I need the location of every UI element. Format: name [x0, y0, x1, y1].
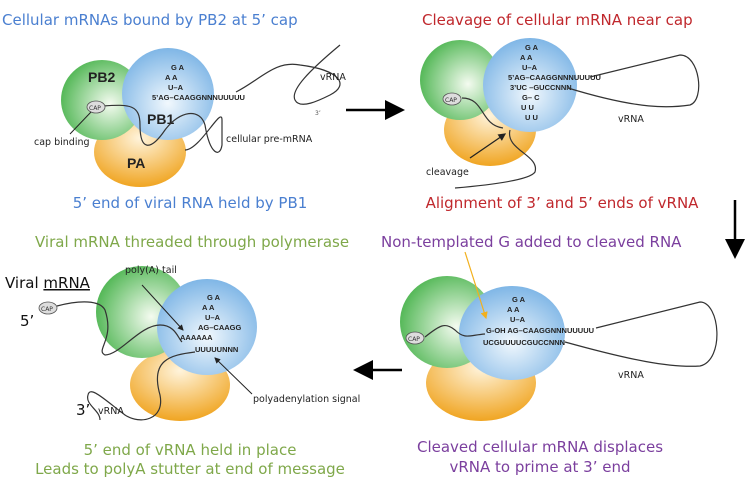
panel3-caption-line2: vRNA to prime at 3’ end: [449, 458, 630, 476]
seq-line: A A: [520, 53, 533, 62]
cap-icon: [442, 92, 462, 106]
panel4-caption-line2: Leads to polyA stutter at end of message: [35, 460, 345, 478]
seq-line: AG–CAAGG: [198, 323, 242, 332]
polyadenylation-signal-label: polyadenylation signal: [253, 394, 360, 405]
panel2-title: Cleavage of cellular mRNA near cap: [422, 11, 693, 29]
mrna-strand: [461, 97, 504, 129]
pb2-subunit: [420, 40, 500, 120]
pb1-subunit: [459, 286, 565, 380]
seq-line: G-OH AG–CAAGGNNNUUUUU: [486, 326, 594, 335]
pointer-line: [69, 111, 92, 135]
panel-non-templated-g: Non-templated G added to cleaved RNA CAP…: [381, 233, 718, 476]
viral-mrna-label: Viral mRNA: [5, 274, 91, 292]
vrna-label: vRNA: [98, 406, 124, 417]
cap-icon: [38, 301, 58, 315]
seq-line: 3’UC –GUCCNNN: [510, 83, 572, 92]
seq-line: A A: [202, 303, 215, 312]
mrna-strand: [424, 324, 486, 338]
vrna-strand: [235, 44, 341, 105]
cap-label: CAP: [408, 336, 420, 343]
panel3-title: Non-templated G added to cleaved RNA: [381, 233, 682, 251]
seq-line: AAAAAA: [180, 333, 213, 342]
seq-line: U–A: [168, 83, 184, 92]
pb1-label: PB1: [147, 111, 174, 127]
five-prime-label: 5’: [20, 312, 34, 330]
seq-line: 5’AG–CAAGGNNNUUUUU: [508, 73, 601, 82]
cap-label: CAP: [89, 105, 101, 112]
panel3-caption-line1: Cleaved cellular mRNA displaces: [417, 438, 663, 456]
pre-mrna-label: cellular pre-mRNA: [226, 134, 313, 145]
panel-cap-binding: Cellular mRNAs bound by PB2 at 5’ cap PB…: [2, 11, 346, 212]
mrna-text: mRNA: [43, 274, 90, 292]
panel1-caption: 5’ end of viral RNA held by PB1: [73, 194, 308, 212]
seq-line: UCGUUUUCGUCCNNN: [483, 338, 565, 347]
mrna-strand: [56, 301, 183, 356]
seq-line: U–A: [522, 63, 538, 72]
cleavage-arrow: [469, 133, 507, 159]
orange-pointer-arrow: [464, 251, 488, 320]
mrna-strand-cut: [454, 129, 536, 189]
pb1-subunit: [157, 279, 257, 375]
panel4-title: Viral mRNA threaded through polymerase: [35, 233, 349, 251]
three-prime-label: 3’: [76, 401, 90, 419]
seq-line: 5’AG–CAAGGNNNUUUUU: [152, 93, 245, 102]
pb2-label: PB2: [88, 69, 115, 85]
seq-line: A A: [507, 305, 520, 314]
signal-pointer: [214, 357, 253, 395]
seq-line: U U: [525, 113, 538, 122]
cap-icon: [405, 331, 425, 345]
seq-line: G A: [525, 43, 539, 52]
cap-icon: [86, 100, 106, 114]
pb1-subunit: [483, 38, 577, 132]
vrna-label: vRNA: [618, 114, 644, 125]
pa-label: PA: [127, 155, 145, 171]
viral-text: Viral: [5, 274, 43, 292]
polya-tail-label: poly(A) tail: [125, 265, 177, 276]
three-prime-label: 3’: [315, 110, 321, 117]
panel2-caption: Alignment of 3’ and 5’ ends of vRNA: [426, 194, 700, 212]
seq-line: G A: [512, 295, 526, 304]
panel1-title: Cellular mRNAs bound by PB2 at 5’ cap: [2, 11, 298, 29]
seq-line: G A: [171, 63, 185, 72]
pb2-subunit: [61, 60, 143, 140]
seq-line: A A: [165, 73, 178, 82]
pre-mrna-strand: [102, 104, 223, 153]
seq-line: G– C: [522, 93, 540, 102]
cap-binding-label: cap binding: [34, 137, 90, 148]
seq-line: U–A: [205, 313, 221, 322]
cleavage-label: cleavage: [426, 167, 469, 178]
panel-cleavage: Cleavage of cellular mRNA near cap CAP c…: [420, 11, 700, 212]
seq-line: UUUUUNNN: [195, 345, 238, 354]
vrna-strand: [567, 54, 700, 108]
panel-viral-mrna: Viral mRNA threaded through polymerase V…: [5, 233, 360, 478]
seq-line: U U: [521, 103, 534, 112]
polya-pointer: [141, 284, 184, 331]
vrna-strand: [87, 351, 196, 421]
seq-line: U–A: [510, 315, 526, 324]
vrna-label: vRNA: [320, 72, 346, 83]
pb1-subunit: [122, 48, 214, 140]
vrna-label: vRNA: [618, 370, 644, 381]
vrna-strand: [564, 301, 718, 367]
cap-label: CAP: [445, 97, 457, 104]
seq-line: G A: [207, 293, 221, 302]
cap-label: CAP: [41, 306, 53, 313]
panel4-caption-line1: 5’ end of vRNA held in place: [84, 441, 297, 459]
